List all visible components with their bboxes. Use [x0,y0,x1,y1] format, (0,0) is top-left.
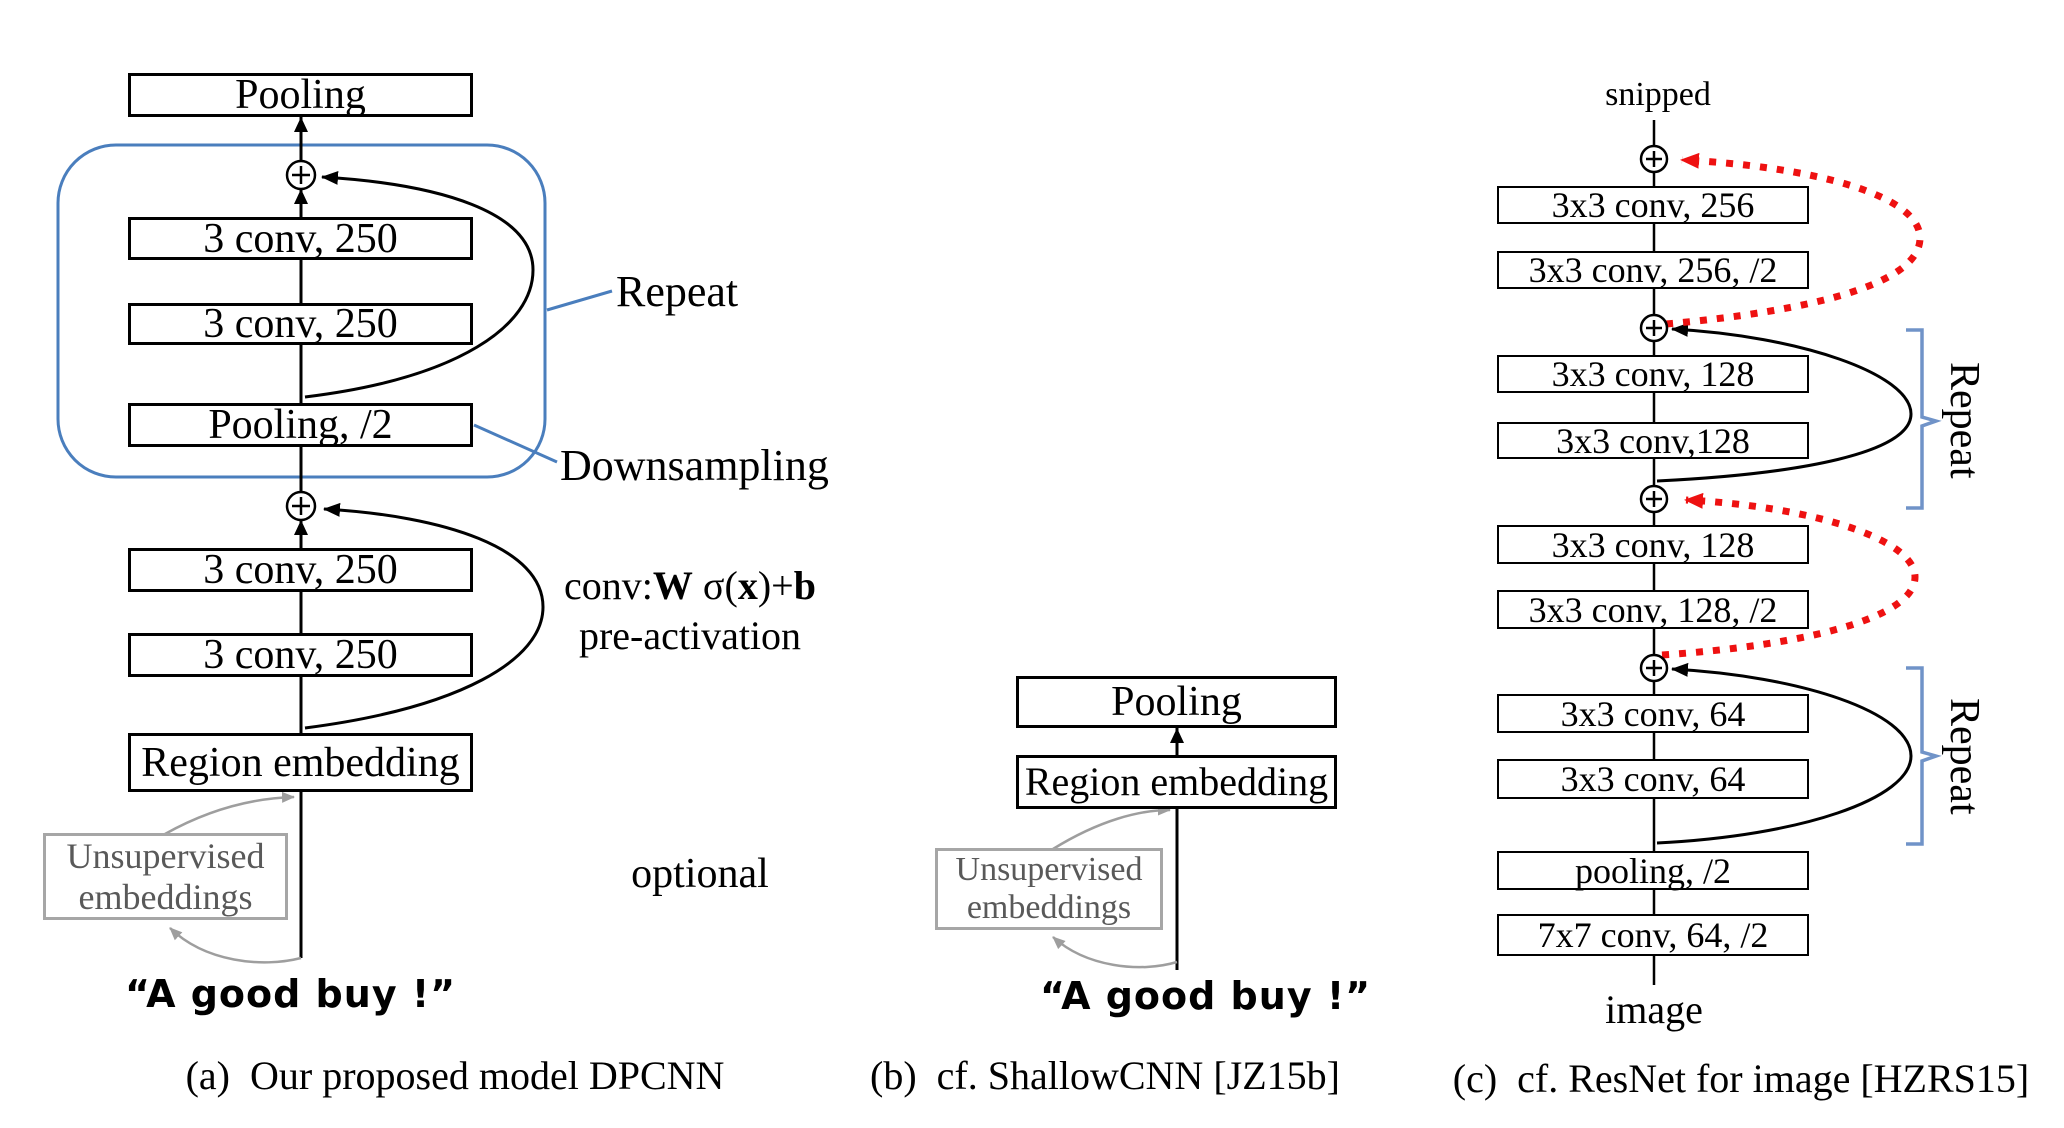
b-unsupervised-line-2: embeddings [966,889,1132,926]
b-box-region-embedding: Region embedding [1016,755,1337,809]
c-box-conv-128-a: 3x3 conv, 128 [1497,355,1809,393]
a-box-pooling: Pooling [128,73,473,117]
a-add-node-top [285,159,317,191]
c-repeat-label-upper: Repeat [1941,362,1987,479]
caption-c: (c) cf. ResNet for image [HZRS15] [1452,1056,2030,1101]
repeat-callout-line [546,289,613,312]
c-box-conv-256: 3x3 conv, 256 [1497,186,1809,224]
c-box-conv-64-a: 3x3 conv, 64 [1497,694,1809,733]
c-box-conv-7x7: 7x7 conv, 64, /2 [1497,914,1809,956]
a-add-node-bottom [285,490,317,522]
a-box-conv-1: 3 conv, 250 [128,217,473,260]
c-box-pooling-half: pooling, /2 [1497,851,1809,890]
c-image-label: image [1605,987,1703,1032]
c-box-conv-128-c: 3x3 conv, 128 [1497,525,1809,564]
c-identity-skip-lower [1656,662,1913,845]
c-repeat-bracket-upper [1906,328,1942,510]
a-conv-formula: conv:W σ(x)+b [564,563,816,608]
c-snipped-label: snipped [1605,76,1711,113]
c-box-conv-64-b: 3x3 conv, 64 [1497,759,1809,799]
a-gray-curve-up [164,791,295,836]
b-gray-curve-down [1052,936,1178,969]
a-box-conv-2: 3 conv, 250 [128,303,473,345]
c-repeat-label-lower: Repeat [1941,698,1987,815]
a-pre-activation-label: pre-activation [578,613,802,658]
c-add-node-3 [1639,484,1669,514]
b-box-pooling: Pooling [1016,676,1337,728]
b-input-text: “A good buy !” [1040,974,1372,1018]
c-add-node-4 [1639,653,1669,683]
a-unsupervised-line-2: embeddings [78,876,253,917]
a-unsupervised-line-1: Unsupervised [66,836,265,877]
a-skip-curve-upper [304,170,535,399]
c-add-node-1 [1639,144,1669,174]
a-repeat-label: Repeat [616,267,739,316]
a-box-conv-3: 3 conv, 250 [128,548,473,592]
c-identity-skip-upper [1656,322,1913,483]
a-box-region-embedding: Region embedding [128,733,473,792]
c-box-conv-128-half: 3x3 conv, 128, /2 [1497,590,1809,629]
a-input-text: “A good buy !” [125,972,457,1016]
c-projection-skip-lower [1661,492,1919,659]
a-gray-curve-down [169,927,302,964]
optional-label: optional [631,851,769,897]
caption-a: (a) Our proposed model DPCNN [185,1053,725,1098]
c-box-conv-128-b: 3x3 conv,128 [1497,422,1809,459]
b-unsupervised-line-1: Unsupervised [955,850,1143,888]
c-box-conv-256-half: 3x3 conv, 256, /2 [1497,251,1809,289]
a-downsampling-label: Downsampling [560,441,829,490]
b-gray-curve-up [1052,804,1171,851]
caption-b: (b) cf. ShallowCNN [JZ15b] [870,1053,1340,1098]
downsampling-callout-line [473,423,558,464]
c-projection-skip-upper [1665,152,1924,328]
a-box-unsupervised-embeddings: Unsupervised embeddings [43,833,288,920]
c-add-node-2 [1639,313,1669,343]
a-box-pooling-half: Pooling, /2 [128,403,473,447]
b-box-unsupervised-embeddings: Unsupervised embeddings [935,848,1163,930]
a-box-conv-4: 3 conv, 250 [128,633,473,677]
a-skip-curve-lower [304,502,545,730]
c-repeat-bracket-lower [1906,666,1942,846]
